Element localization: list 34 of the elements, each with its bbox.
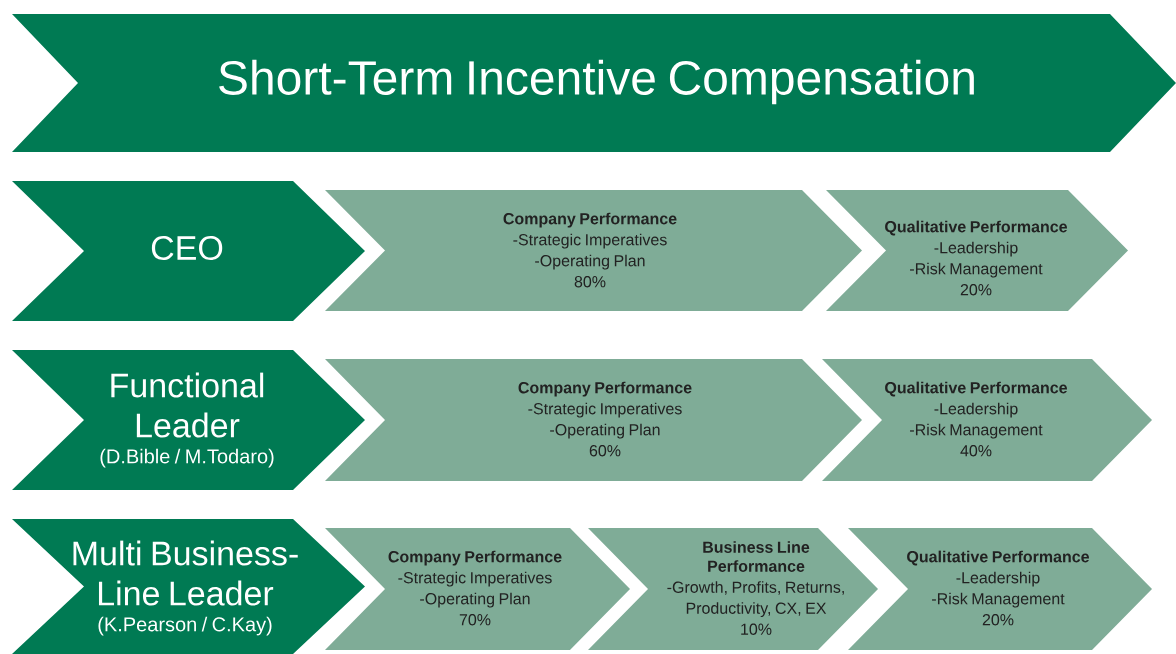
- node-label: -Operating Plan: [420, 592, 530, 608]
- node-label: Business Line Performance: [703, 541, 810, 572]
- node-label: -Strategic Imperatives: [513, 233, 667, 249]
- node-label: 60%: [589, 445, 621, 457]
- role-banner: Multi Business-Line Leader (K.Pearson / C.Kay): [12, 519, 365, 654]
- role-banner: Functional Leader (D.Bible / M.Todaro): [12, 350, 365, 490]
- node-label: -Strategic Imperatives: [528, 402, 682, 418]
- node-label: Company Performance: [388, 550, 562, 566]
- component-banner: Business Line Performance -Growth, Profits, Returns, Productivity, CX, EX 10%: [588, 528, 878, 650]
- node-label: 80%: [574, 276, 606, 288]
- component-banner: Qualitative Performance -Leadership -Risk Management 20%: [826, 190, 1128, 311]
- node-label: -Risk Management: [910, 423, 1043, 439]
- node-label: -Leadership: [934, 241, 1018, 257]
- node-label: Company Performance: [503, 212, 677, 228]
- node-label: Qualitative Performance: [885, 381, 1067, 397]
- component-banner: Company Performance -Strategic Imperatives -Operating Plan 70%: [325, 528, 630, 650]
- node-label: -Growth, Profits, Returns, Productivity, CX, EX: [667, 581, 844, 618]
- component-banner: Company Performance -Strategic Imperatives -Operating Plan 60%: [325, 359, 862, 481]
- node-label: Qualitative Performance: [885, 220, 1067, 236]
- component-banner: Qualitative Performance -Leadership -Risk Management 20%: [848, 528, 1152, 650]
- node-label: -Operating Plan: [535, 254, 645, 270]
- component-banner: Company Performance -Strategic Imperatives -Operating Plan 80%: [325, 190, 862, 311]
- component-banner: Qualitative Performance -Leadership -Risk Management 40%: [822, 359, 1152, 481]
- node-label: -Strategic Imperatives: [398, 571, 552, 587]
- role-banner: CEO: [12, 181, 365, 321]
- node-label: -Operating Plan: [550, 423, 660, 439]
- node-label: 70%: [459, 614, 491, 626]
- node-label: -Risk Management: [910, 262, 1043, 278]
- title-banner: Short-Term Incentive Compensation: [12, 14, 1176, 152]
- node-label: 20%: [960, 284, 992, 296]
- node-label: Company Performance: [518, 381, 692, 397]
- node-label: 10%: [741, 623, 772, 635]
- node-label: -Leadership: [934, 402, 1018, 418]
- node-label: 40%: [960, 445, 992, 457]
